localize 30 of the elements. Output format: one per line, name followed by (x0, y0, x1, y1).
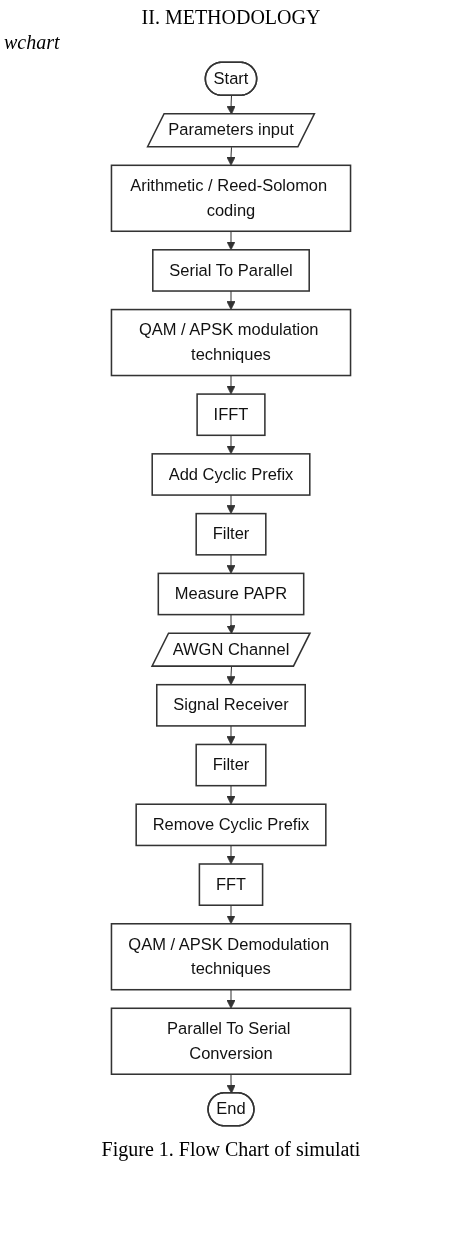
node-box: Serial To Parallel (152, 249, 310, 292)
node-box: Filter (195, 512, 267, 556)
node-box: IFFT (196, 393, 266, 437)
node-box: QAM / APSK Demodulation techniques (110, 923, 352, 991)
arrow (226, 375, 236, 395)
figure-caption: Figure 1. Flow Chart of simulati (100, 1138, 362, 1161)
section-heading: II. METHODOLOGY (140, 6, 322, 29)
node-box: Filter (195, 743, 267, 787)
subsection-heading: wchart (4, 31, 60, 53)
arrow (226, 844, 236, 865)
node-box: Measure PAPR (157, 572, 305, 616)
node-box: Parallel To Serial Conversion (110, 1007, 352, 1075)
arrow (226, 666, 236, 686)
node-box: Add Cyclic Prefix (151, 453, 311, 496)
arrow (226, 290, 236, 310)
arrow (226, 230, 236, 251)
arrow (226, 434, 236, 455)
node-box: FFT (198, 863, 264, 906)
node-box: Arithmetic / Reed-Solomon coding (110, 164, 352, 233)
node-box: Remove Cyclic Prefix (135, 803, 327, 847)
arrow (226, 785, 236, 805)
node-box: QAM / APSK modulation techniques (110, 308, 352, 377)
arrow (226, 146, 236, 166)
arrow (226, 989, 236, 1009)
arrow (226, 554, 236, 574)
arrow (226, 904, 236, 925)
node-box: Signal Receiver (156, 683, 306, 727)
arrow (226, 725, 236, 745)
arrow (226, 1073, 236, 1094)
arrow (226, 494, 236, 515)
